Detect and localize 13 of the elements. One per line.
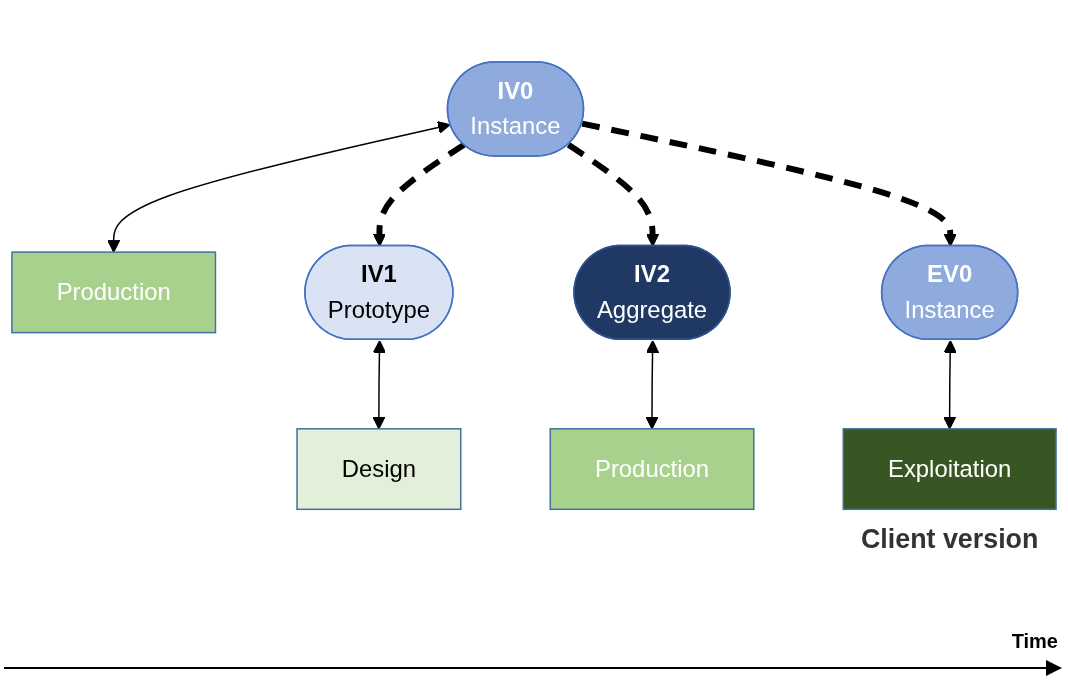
node-caption: Client version xyxy=(860,524,1039,555)
node-box: Production xyxy=(549,428,755,511)
arrow xyxy=(581,120,957,247)
node-box: Production xyxy=(11,251,217,334)
arrow xyxy=(372,142,466,247)
arrow xyxy=(645,340,660,430)
arrow xyxy=(372,340,386,430)
node-box: Exploitation xyxy=(842,428,1057,511)
axis-label: Time xyxy=(1011,630,1058,653)
arrow xyxy=(566,142,660,247)
node-box: Design xyxy=(296,428,462,511)
arrow xyxy=(107,121,451,253)
arrow xyxy=(943,340,957,430)
